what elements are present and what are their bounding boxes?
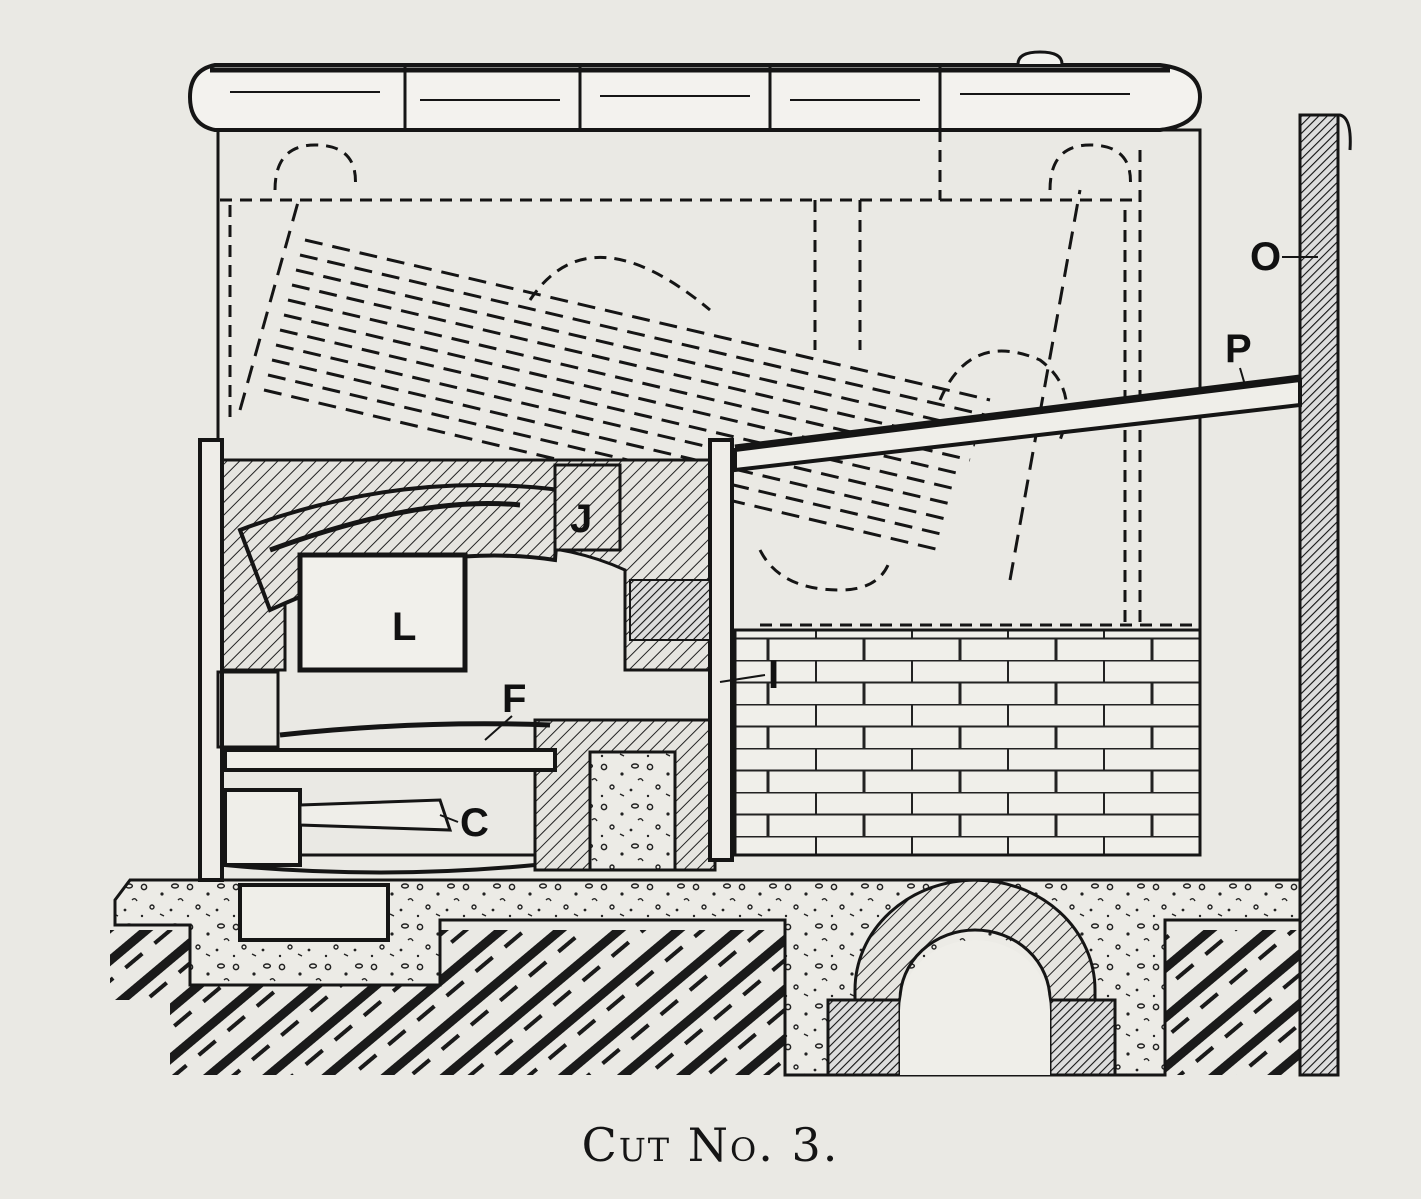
label-l: L [392, 605, 416, 649]
side-wall [1298, 113, 1352, 1077]
callout-labels: O P J L I F C [392, 235, 1318, 845]
label-o: O [1250, 235, 1281, 279]
label-c: C [460, 801, 489, 845]
brick-masonry [733, 628, 1202, 857]
flue-arch [826, 878, 1117, 1077]
figure-caption: Cut No. 3. [581, 1118, 840, 1172]
grate-and-ashpit [216, 670, 557, 875]
boiler-drum [187, 50, 1203, 132]
label-i: I [768, 653, 779, 697]
furnace-firebrick [198, 438, 734, 882]
label-j: J [570, 497, 592, 541]
pipe-p [733, 374, 1302, 473]
label-p: P [1225, 327, 1252, 371]
label-f: F [502, 677, 526, 721]
